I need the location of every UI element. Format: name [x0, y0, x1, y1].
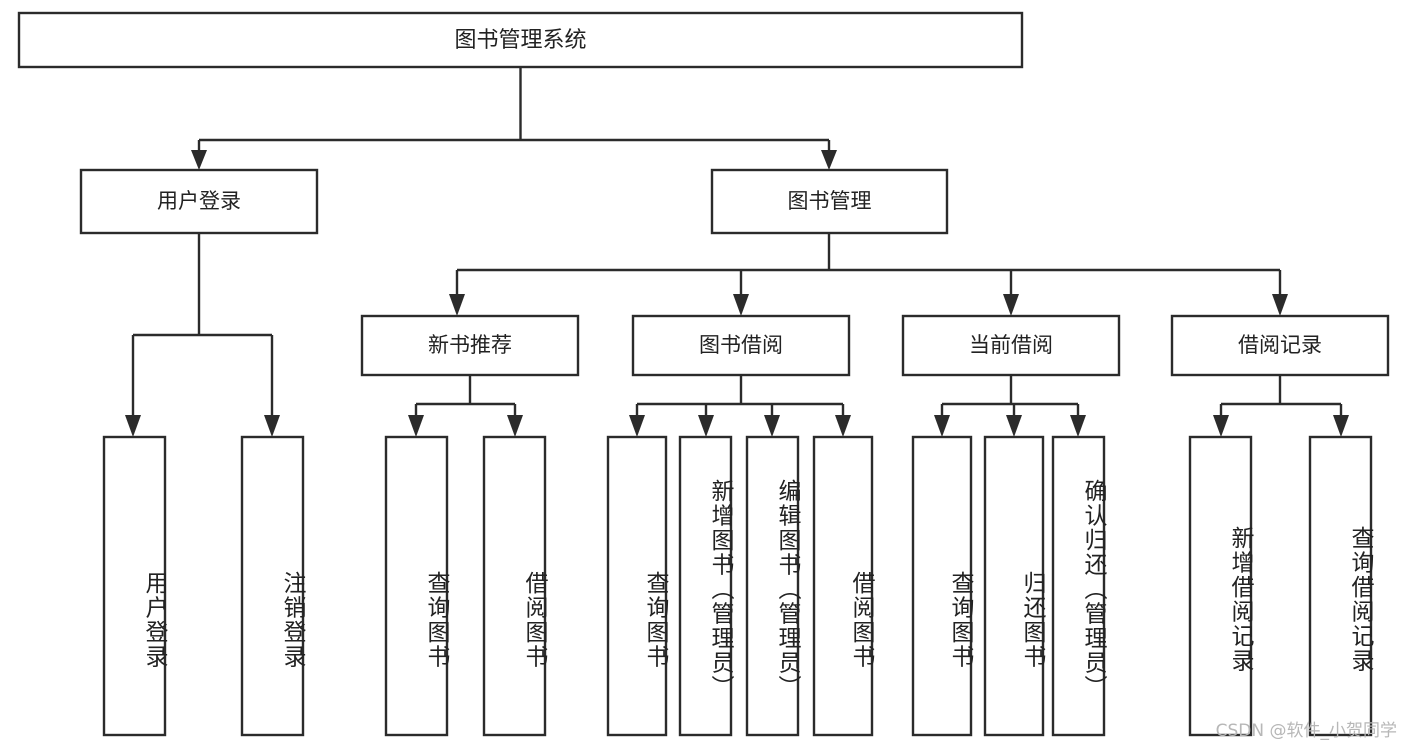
- arrow-head-query-book-1: [408, 415, 424, 437]
- arrow-head-return-book: [1006, 415, 1022, 437]
- node-book-management[interactable]: 图书管理: [710, 168, 949, 235]
- arrow-head-borrow-book-2: [835, 415, 851, 437]
- node-root-system[interactable]: 图书管理系统: [17, 11, 1024, 69]
- leaf-label-add-borrow-record: 新增借阅记录: [1227, 525, 1253, 673]
- leaf-label-return-book: 归还图书: [1019, 571, 1045, 669]
- book-borrow-label: 图书借阅: [699, 333, 783, 357]
- arrow-head-edit-book-admin: [764, 415, 780, 437]
- leaf-label-borrow-book-2: 借阅图书: [848, 571, 874, 669]
- csdn-watermark: CSDN @软件_小贺同学: [1215, 721, 1397, 741]
- leaf-label-confirm-return-admin: 确认归还（管理员）: [1080, 478, 1106, 700]
- user-login-label: 用户登录: [157, 189, 241, 213]
- node-new-book-recommend[interactable]: 新书推荐: [360, 314, 580, 377]
- leaf-boxes-group: [102, 435, 1373, 737]
- arrow-head-confirm-return-admin: [1070, 415, 1086, 437]
- node-user-login[interactable]: 用户登录: [79, 168, 319, 235]
- leaf-label-user-logout: 注销登录: [279, 571, 305, 669]
- leaf-label-query-book-3: 查询图书: [947, 571, 973, 669]
- arrow-head-current-borrow: [1003, 294, 1019, 316]
- connector-current-borrow-group: [934, 375, 1086, 437]
- connector-root-group: [191, 67, 837, 170]
- leaf-label-query-book-1: 查询图书: [423, 571, 449, 669]
- connector-book-borrow-group: [629, 375, 851, 437]
- leaf-label-edit-book-admin: 编辑图书（管理员）: [774, 478, 800, 700]
- connector-new-book-recommend-group: [408, 375, 523, 437]
- leaf-box-query-borrow-record[interactable]: [1308, 435, 1373, 737]
- arrow-head-borrow-book-1: [507, 415, 523, 437]
- node-book-borrow[interactable]: 图书借阅: [631, 314, 851, 377]
- borrow-record-label: 借阅记录: [1238, 333, 1322, 357]
- arrow-head-book-borrow: [733, 294, 749, 316]
- arrow-head-query-book-3: [934, 415, 950, 437]
- connector-user-login-group: [125, 233, 280, 437]
- connector-borrow-record-group: [1213, 375, 1349, 437]
- leaf-box-query-book-3[interactable]: [911, 435, 973, 737]
- root-label: 图书管理系统: [454, 28, 586, 53]
- arrow-head-query-borrow-record: [1333, 415, 1349, 437]
- arrow-head-user-logout-leaf: [264, 415, 280, 437]
- arrow-head-user-login-leaf: [125, 415, 141, 437]
- leaf-box-edit-book-admin[interactable]: [745, 435, 800, 737]
- arrow-head-borrow-record: [1272, 294, 1288, 316]
- new-book-recommend-box[interactable]: [360, 314, 580, 377]
- leaf-box-query-book-2[interactable]: [606, 435, 668, 737]
- leaf-label-borrow-book-1: 借阅图书: [521, 571, 547, 669]
- book-management-label: 图书管理: [788, 189, 872, 213]
- book-management-box[interactable]: [710, 168, 949, 235]
- leaf-box-user-logout[interactable]: [240, 435, 305, 737]
- root-box[interactable]: [17, 11, 1024, 69]
- node-borrow-record[interactable]: 借阅记录: [1170, 314, 1390, 377]
- leaf-box-add-book-admin[interactable]: [678, 435, 733, 737]
- arrow-head-to-user-login: [191, 150, 207, 170]
- arrow-head-query-book-2: [629, 415, 645, 437]
- leaf-box-borrow-book-1[interactable]: [482, 435, 547, 737]
- leaf-label-query-borrow-record: 查询借阅记录: [1347, 525, 1373, 673]
- book-borrow-box[interactable]: [631, 314, 851, 377]
- leaf-label-add-book-admin: 新增图书（管理员）: [707, 478, 733, 700]
- new-book-recommend-label: 新书推荐: [428, 333, 512, 357]
- arrow-head-add-book-admin: [698, 415, 714, 437]
- leaf-box-query-book-1[interactable]: [384, 435, 449, 737]
- leaf-box-return-book[interactable]: [983, 435, 1045, 737]
- arrow-head-add-borrow-record: [1213, 415, 1229, 437]
- leaf-box-borrow-book-2[interactable]: [812, 435, 874, 737]
- leaf-label-user-login: 用户登录: [141, 571, 167, 669]
- node-current-borrow[interactable]: 当前借阅: [901, 314, 1121, 377]
- arrow-head-to-book-management: [821, 150, 837, 170]
- leaf-label-query-book-2: 查询图书: [642, 571, 668, 669]
- leaf-box-user-login[interactable]: [102, 435, 167, 737]
- leaf-box-confirm-return-admin[interactable]: [1051, 435, 1106, 737]
- arrow-head-new-book-recommend: [449, 294, 465, 316]
- connector-book-management-group: [449, 233, 1288, 316]
- current-borrow-label: 当前借阅: [969, 333, 1053, 357]
- leaf-box-add-borrow-record[interactable]: [1188, 435, 1253, 737]
- current-borrow-box[interactable]: [901, 314, 1121, 377]
- borrow-record-box[interactable]: [1170, 314, 1390, 377]
